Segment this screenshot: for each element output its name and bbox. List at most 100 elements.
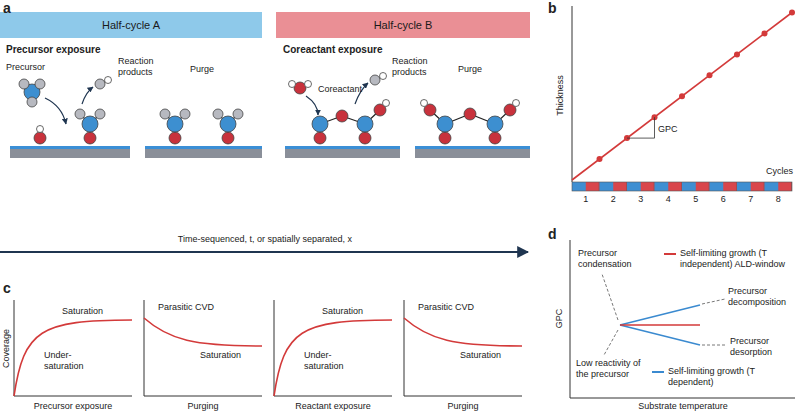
- coverage-curve: [144, 318, 262, 346]
- atom: [233, 109, 243, 119]
- step-title: Precursor exposure: [6, 44, 101, 55]
- atom: [336, 110, 348, 122]
- atom: [19, 73, 520, 145]
- step-label: Purge: [458, 64, 482, 75]
- plot-axis: [144, 300, 262, 396]
- regime-label: Precursor condensation: [578, 248, 650, 270]
- axis-label: Coverage: [2, 328, 13, 367]
- axis-label: Substrate temperature: [638, 401, 728, 412]
- atom: [220, 116, 236, 132]
- axis-label: Time-sequenced, t, or spatially separate…: [178, 234, 352, 245]
- reaction-arrow: [306, 96, 318, 115]
- data-point: [734, 51, 740, 57]
- reaction-arrow: [45, 83, 368, 124]
- atom: [359, 132, 371, 144]
- atom: [489, 132, 501, 144]
- data-point: [789, 10, 795, 16]
- band-title: Half-cycle A: [102, 19, 160, 31]
- leader-line: [604, 330, 618, 355]
- coverage-curve: [274, 320, 392, 396]
- axis-label: Thickness: [554, 75, 565, 116]
- atom: [487, 116, 503, 132]
- atom: [95, 79, 105, 89]
- legend-text: Self-limiting growth (T independent) ALD…: [680, 248, 794, 270]
- half-cycle-band: Half-cycle B: [276, 12, 530, 38]
- gpc-line: [620, 305, 700, 325]
- curve-label: Saturation: [200, 350, 241, 361]
- cycle-number: 4: [666, 194, 671, 205]
- substrate: [285, 149, 400, 158]
- atom: [84, 132, 96, 144]
- atom: [464, 108, 476, 120]
- gpc-step: [627, 117, 655, 138]
- substrate: [10, 149, 130, 158]
- cycle-number: 8: [776, 194, 781, 205]
- data-point: [597, 10, 796, 163]
- plot-axis: [274, 300, 392, 396]
- axis-label: Purging: [187, 401, 218, 412]
- atom: [160, 109, 170, 119]
- panel-letter: a: [3, 0, 11, 16]
- data-point: [597, 156, 603, 162]
- plot-axis: [570, 240, 795, 398]
- curve-label: Under-saturation: [304, 350, 356, 372]
- curve-label: Under-saturation: [44, 350, 96, 372]
- half-cycle-band: Half-cycle A: [0, 12, 262, 38]
- atom: [370, 75, 380, 85]
- cycle-number: 2: [611, 194, 616, 205]
- species-label: Reaction products: [118, 56, 170, 78]
- atom: [357, 116, 373, 132]
- data-point: [679, 93, 685, 99]
- atom: [437, 116, 453, 132]
- cycle-bar: [572, 182, 792, 191]
- axis-label: Cycles: [766, 166, 793, 177]
- atom: [19, 79, 29, 89]
- atom: [213, 109, 223, 119]
- plot-axis: [14, 300, 132, 396]
- atom: [169, 132, 181, 144]
- axis-label: Reactant exposure: [295, 401, 371, 412]
- atom: [421, 100, 428, 107]
- legend-entry: Self-limiting growth (T dependent): [652, 366, 794, 388]
- atom: [312, 116, 328, 132]
- panel-letter: b: [548, 0, 557, 16]
- axis-label: GPC: [554, 308, 565, 328]
- atom: [305, 81, 312, 88]
- regime-label: Precursor desorption: [730, 336, 796, 358]
- plot-axis: [572, 6, 573, 182]
- species-label: Coreactant: [318, 84, 362, 95]
- atom: [34, 132, 46, 144]
- coverage-curve: [404, 318, 522, 346]
- substrate: [10, 146, 130, 149]
- cycle-number: 6: [721, 194, 726, 205]
- atom: [222, 132, 234, 144]
- leader-line: [702, 345, 727, 346]
- cycle-number: 5: [693, 194, 698, 205]
- substrate: [10, 146, 530, 158]
- curve-label: Parasitic CVD: [418, 302, 474, 313]
- gpc-line: [620, 325, 700, 345]
- time-arrow: [0, 251, 528, 253]
- leader-line: [702, 299, 725, 304]
- atom: [380, 73, 387, 80]
- coverage-curve: [14, 320, 132, 396]
- gpc-line: [620, 324, 700, 326]
- species-label: Precursor: [6, 62, 45, 73]
- substrate: [145, 146, 262, 149]
- legend-sample: [664, 253, 676, 255]
- curve-label: Saturation: [460, 350, 501, 361]
- atom: [314, 132, 326, 144]
- atom: [167, 116, 183, 132]
- bond: [24, 76, 516, 144]
- atom: [105, 77, 112, 84]
- coverage-curve: [14, 318, 522, 396]
- substrate: [415, 146, 530, 149]
- panel-letter: d: [548, 226, 557, 242]
- substrate: [285, 146, 400, 149]
- regime-label: Precursor decomposition: [728, 286, 796, 308]
- atom: [439, 132, 451, 144]
- curve-label: Saturation: [322, 306, 363, 317]
- substrate: [145, 149, 262, 158]
- atom: [513, 100, 520, 107]
- atom: [27, 97, 37, 107]
